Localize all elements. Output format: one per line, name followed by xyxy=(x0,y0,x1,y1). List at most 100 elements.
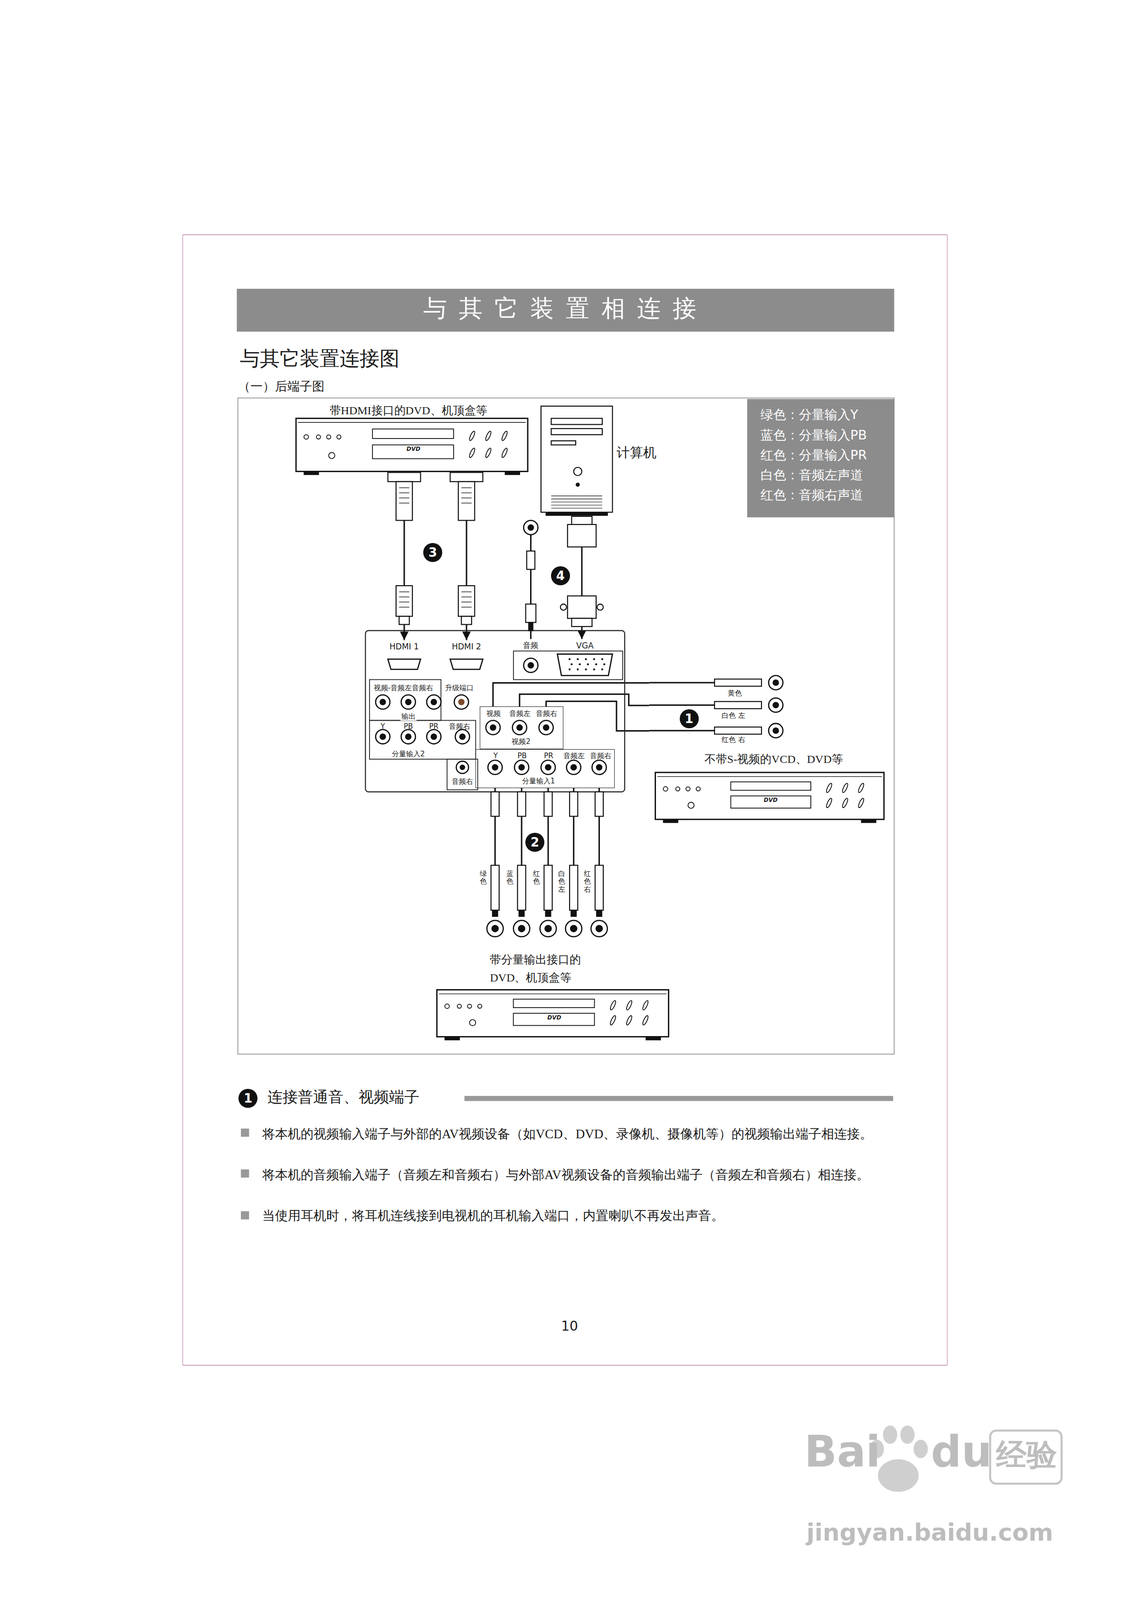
device-knob xyxy=(687,802,694,809)
device-key xyxy=(625,999,633,1011)
node-text: Y xyxy=(493,751,498,761)
terminal-label: PR xyxy=(429,722,439,731)
vga-pin xyxy=(587,663,590,666)
plug-grip xyxy=(461,497,472,499)
jack-pin xyxy=(772,727,780,734)
legend-text: 红色：音频右声道 xyxy=(760,487,864,503)
computer-tower xyxy=(541,406,613,513)
hdmi-plug xyxy=(450,472,484,482)
callout-number: 2 xyxy=(525,832,545,852)
vga-pin xyxy=(578,663,581,666)
jack-pin xyxy=(491,924,499,932)
node-text: 音频 xyxy=(522,641,539,650)
jack-pin xyxy=(544,924,552,932)
disc-tray xyxy=(372,428,454,439)
jack-pin xyxy=(430,698,438,706)
wire-label: 黄色 xyxy=(727,689,742,698)
vga-pin xyxy=(601,668,604,671)
jack xyxy=(455,729,470,744)
vcd-player: 不带S-视频的VCD、DVD等DVD xyxy=(649,669,891,823)
vga-pin xyxy=(576,668,579,671)
vga-plug xyxy=(571,618,592,627)
jack xyxy=(523,657,538,673)
device-key xyxy=(501,447,509,458)
vga-pin xyxy=(570,663,573,666)
node-text: 音频左 xyxy=(509,709,531,718)
hdmi-plug xyxy=(399,616,409,625)
plug-grip xyxy=(399,591,409,592)
device-key xyxy=(857,782,865,793)
hdmi-plug xyxy=(396,585,413,617)
device-key xyxy=(609,999,617,1011)
terminal-label: 视频-音频左音频右 xyxy=(373,684,434,693)
jack xyxy=(768,697,783,713)
page-rule xyxy=(947,234,948,1366)
vga-pin xyxy=(593,668,596,671)
node-text: DVD xyxy=(406,446,421,453)
device-button xyxy=(336,434,342,439)
device-key xyxy=(484,447,492,458)
vga-pin xyxy=(593,657,596,660)
device-button xyxy=(663,786,668,791)
cable xyxy=(649,681,715,684)
device-body xyxy=(295,418,528,472)
node-text: 视频2 xyxy=(511,737,531,746)
node-text: 分量输入1 xyxy=(522,777,556,786)
node-text: DVD xyxy=(547,1014,561,1022)
rca-plug xyxy=(491,791,500,817)
jack-pin xyxy=(596,763,603,771)
rca-plug xyxy=(543,864,552,911)
jack xyxy=(486,920,504,937)
disc-tray xyxy=(513,998,595,1008)
jack-pin xyxy=(491,763,499,771)
rca-plug xyxy=(595,791,604,817)
jack-pin xyxy=(458,698,466,706)
plug-grip xyxy=(399,606,409,608)
vga-plug xyxy=(571,516,592,525)
jack xyxy=(540,920,557,937)
jack-pin xyxy=(459,733,466,741)
wire-label: 白色左 xyxy=(558,869,566,894)
rca-plug xyxy=(714,678,762,686)
disc-tray xyxy=(513,1013,595,1026)
jack xyxy=(513,920,530,937)
plug-grip xyxy=(461,606,472,608)
vga-pin xyxy=(584,668,587,671)
title-band xyxy=(237,288,895,332)
plug-grip xyxy=(399,502,409,504)
terminal-label: 音频右 xyxy=(448,722,471,731)
jack-pin xyxy=(570,924,578,932)
rca-plug xyxy=(569,791,578,817)
rear-panel xyxy=(365,630,625,792)
callout-number: 4 xyxy=(551,566,571,586)
wire-label: 红色 xyxy=(532,869,541,886)
terminal-label: PB xyxy=(403,722,413,731)
callout-number: 1 xyxy=(238,1088,258,1108)
body-text: 将本机的视频输入端子与外部的AV视频设备（如VCD、DVD、录像机、摄像机等）的… xyxy=(262,1123,894,1145)
device-button xyxy=(467,1004,472,1009)
device-key xyxy=(641,999,649,1011)
jack xyxy=(401,694,416,710)
hdmi-plug xyxy=(396,481,413,521)
jack xyxy=(375,729,390,744)
terminal-group xyxy=(369,679,441,721)
bullet xyxy=(240,1169,249,1178)
jack-pin xyxy=(518,763,525,771)
jack xyxy=(514,760,529,775)
jack-pin xyxy=(527,662,535,669)
terminal-label: 升级端口 xyxy=(445,684,474,693)
drive-bay xyxy=(551,440,576,446)
jack xyxy=(454,694,469,710)
jack xyxy=(456,760,469,774)
plug-grip xyxy=(399,487,409,488)
jack xyxy=(539,720,554,735)
device-edge xyxy=(297,422,526,423)
hdmi-terminal: HDMI 1 xyxy=(379,639,429,673)
jack xyxy=(512,720,527,735)
jack-pin xyxy=(405,733,412,741)
audio-terminal: 音频 xyxy=(517,638,545,676)
section-bar xyxy=(464,1095,894,1102)
vga-pin xyxy=(568,657,571,660)
